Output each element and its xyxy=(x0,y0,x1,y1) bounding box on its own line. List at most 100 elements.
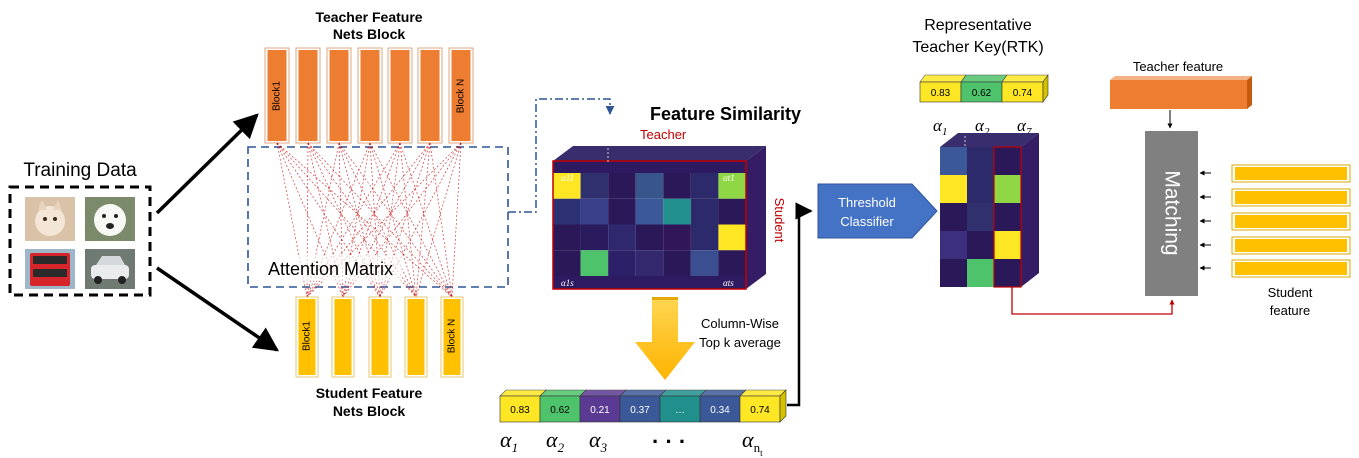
training-data-title: Training Data xyxy=(23,160,137,181)
alpha-cell-value: 0.37 xyxy=(630,405,650,416)
rtk-cell-value: 0.74 xyxy=(1013,88,1033,99)
threshold-line1: Threshold xyxy=(838,195,896,210)
alpha-cell-value: 0.83 xyxy=(510,405,530,416)
teacher-nets-title-line1: Teacher Feature xyxy=(315,9,422,25)
similarity-cell xyxy=(635,198,664,225)
cat-image xyxy=(25,197,75,241)
teacher-block xyxy=(451,50,471,141)
alpha-label-2: α2 xyxy=(546,427,565,455)
topk-label-line1: Column-Wise xyxy=(701,316,779,331)
rtk-title-line1: Representative xyxy=(924,17,1032,34)
arrow-to-teacher xyxy=(155,113,259,215)
attention-line xyxy=(429,142,453,298)
rtk-cell-heat xyxy=(967,147,994,175)
student-nets-title-line2: Nets Block xyxy=(333,403,406,419)
similarity-cell xyxy=(553,198,581,225)
similarity-cell xyxy=(718,173,746,199)
teacher-block xyxy=(420,50,440,141)
attention-line xyxy=(451,142,462,298)
rtk-cell-heat xyxy=(994,231,1021,259)
teacher-block xyxy=(298,50,318,141)
feature-similarity-title: Feature Similarity xyxy=(650,104,801,124)
rtk-alpha-label-1: α1 xyxy=(933,116,947,138)
rtk-cell-heat xyxy=(940,175,967,203)
similarity-cell xyxy=(635,173,664,199)
teacher-block-first-label: Block1 xyxy=(272,81,283,111)
teacher-blocks: Block1 Block N xyxy=(264,47,474,144)
rtk-alpha-symbol: α xyxy=(975,116,985,135)
rtk-title-line2: Teacher Key(RTK) xyxy=(912,39,1043,56)
rtk-alpha-label-2: α2 xyxy=(975,116,990,138)
rtk-cell-heat xyxy=(940,147,967,175)
similarity-cell xyxy=(553,173,581,199)
alpha-cell-top xyxy=(579,389,627,397)
student-feature-line2: feature xyxy=(1270,303,1310,318)
alpha-cell-value: 0.74 xyxy=(750,405,770,416)
training-data: Training Data xyxy=(8,160,152,297)
attention-line xyxy=(342,142,431,298)
alpha-cell xyxy=(539,395,581,423)
teacher-feature-label: Teacher feature xyxy=(1133,59,1223,74)
rtk-alpha-sub: 2 xyxy=(984,126,990,138)
student-feature-bar xyxy=(1235,262,1347,275)
alpha-labels: α1 α2 α3 · · · αnt xyxy=(500,427,763,458)
attention-matrix-box xyxy=(247,146,509,288)
similarity-cell xyxy=(553,250,581,276)
similarity-cell xyxy=(718,250,746,276)
attention-line xyxy=(415,142,431,298)
similarity-cell xyxy=(580,250,609,276)
rtk-cell-heat xyxy=(994,175,1021,203)
attention-line xyxy=(369,142,417,298)
similarity-cell xyxy=(580,173,609,199)
rtk-cell-top xyxy=(1001,74,1049,83)
similarity-cell xyxy=(690,198,719,225)
corner-top-left: α11 xyxy=(561,173,574,183)
similarity-cell xyxy=(553,224,581,251)
rtk-cell-heat xyxy=(994,147,1021,175)
similarity-cube xyxy=(552,146,766,290)
similarity-cell xyxy=(580,224,609,251)
rtk-cell-top xyxy=(919,74,967,83)
similarity-cell xyxy=(663,198,691,225)
alpha-cell-value: … xyxy=(675,405,685,416)
alpha-cell xyxy=(699,395,741,423)
rtk-cell-top xyxy=(960,74,1008,83)
rtk-cell-heat xyxy=(940,203,967,231)
rtk-selected-column xyxy=(993,146,1022,288)
bus-image xyxy=(25,249,75,289)
rtk-cell-heat xyxy=(967,231,994,259)
alpha-label-3: α3 xyxy=(589,427,608,455)
teacher-block-last-label: Block N xyxy=(456,79,467,113)
matching-block xyxy=(1145,131,1198,296)
teacher-block xyxy=(360,50,380,141)
attention-line xyxy=(369,142,453,298)
arrow-to-student xyxy=(156,266,280,352)
rtk-alpha-symbol: α xyxy=(933,116,943,135)
attention-line xyxy=(399,142,417,298)
rtk-cell-heat xyxy=(967,259,994,287)
attention-line xyxy=(276,142,381,298)
similarity-cell xyxy=(608,224,636,251)
student-block xyxy=(407,299,425,375)
alpha-cell xyxy=(619,395,661,423)
rtk-cube xyxy=(940,133,1039,288)
student-feature-line1: Student xyxy=(1268,285,1313,300)
dog-image xyxy=(85,197,135,241)
attention-line xyxy=(399,142,453,298)
threshold-line2: Classifier xyxy=(840,214,894,229)
similarity-cell xyxy=(663,250,691,276)
attention-line xyxy=(338,142,417,298)
student-block xyxy=(298,299,316,375)
alpha-cell-value: 0.34 xyxy=(710,405,730,416)
similarity-cube-top xyxy=(553,146,766,161)
student-nets-title-line1: Student Feature xyxy=(316,385,423,401)
similarity-cell xyxy=(690,224,719,251)
similarity-cell xyxy=(718,224,746,251)
similarity-cell xyxy=(663,224,691,251)
student-feature-bar xyxy=(1235,191,1347,204)
rtk-vector-side xyxy=(1042,74,1049,103)
rtk-alpha-sub: 1 xyxy=(942,126,948,138)
